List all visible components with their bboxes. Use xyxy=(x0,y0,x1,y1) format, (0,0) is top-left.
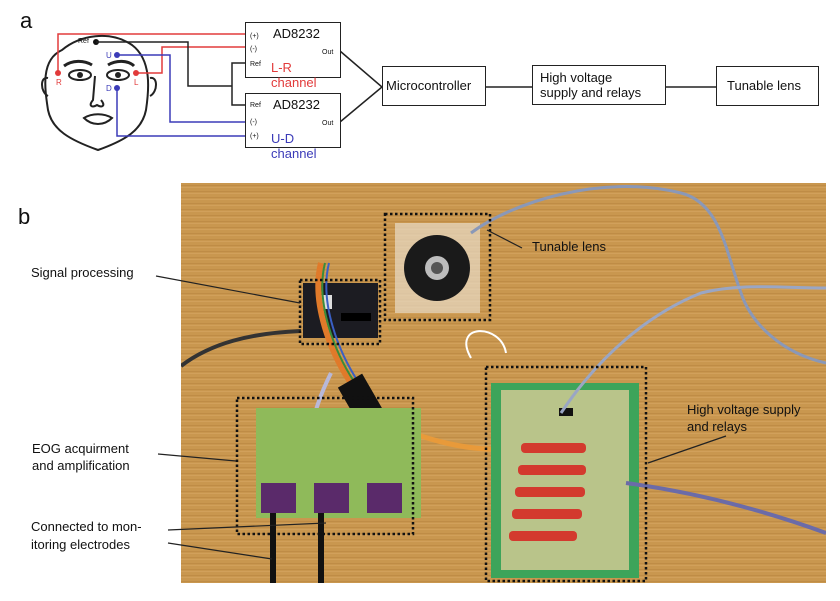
pin-minus: (-) xyxy=(250,46,257,53)
panel-a-label: a xyxy=(20,8,33,33)
wire-ref xyxy=(96,41,232,87)
hv-resistor xyxy=(515,487,585,497)
eog-callout-line1: EOG acquirment xyxy=(32,441,129,456)
out-top-to-mcu xyxy=(339,50,383,88)
amplifier-ud-title: AD8232 xyxy=(273,97,320,112)
hv-resistor xyxy=(518,465,586,475)
electrodes-leader-1 xyxy=(167,522,327,531)
electrode-u-label: U xyxy=(106,51,112,60)
tunable-lens-leader xyxy=(486,229,523,249)
pin-plus: (+) xyxy=(250,33,259,40)
pin-out: Out xyxy=(322,49,334,56)
hv-leader xyxy=(647,435,727,464)
amplifier-lr-title: AD8232 xyxy=(273,26,320,41)
power-cable xyxy=(181,329,302,368)
right-eye xyxy=(68,69,92,81)
tunable-lens-label: Tunable lens xyxy=(727,78,801,93)
wire-r-plus xyxy=(57,33,248,73)
tunable-lens-callout: Tunable lens xyxy=(532,239,606,254)
left-ear xyxy=(41,76,49,97)
pin-minus: (-) xyxy=(250,119,257,126)
hv-resistor xyxy=(509,531,577,541)
electrode-lead-2 xyxy=(318,513,324,583)
hv-supply-label-line1: High voltage xyxy=(540,70,613,85)
wire-u-minus xyxy=(117,54,248,123)
pin-ref: Ref xyxy=(250,102,261,109)
signal-processing-leader xyxy=(155,275,301,304)
out-bottom-to-mcu xyxy=(339,86,383,123)
hardware-photo xyxy=(181,183,826,583)
electrodes-callout-line1: Connected to mon- xyxy=(31,519,142,534)
tunable-lens-block: Tunable lens xyxy=(716,66,819,106)
hv-supply-block: High voltage supply and relays xyxy=(532,65,666,105)
lr-channel-label: L-R channel xyxy=(271,60,317,90)
wire-l-minus xyxy=(136,46,248,74)
amplifier-ud-box: AD8232 Ref (-) (+) Out U-D channel xyxy=(245,93,341,161)
electrode-r-label: R xyxy=(56,78,62,87)
hv-callout-line1: High voltage supply xyxy=(687,402,801,417)
electrode-d-label: D xyxy=(106,84,112,93)
hv-resistor xyxy=(521,443,586,453)
wire-ref-split xyxy=(231,62,248,106)
ud-channel-label: U-D channel xyxy=(271,131,317,161)
right-ear xyxy=(149,76,157,97)
signal-processing-region xyxy=(298,278,382,346)
hv-resistor xyxy=(512,509,582,519)
electrodes-leader-2 xyxy=(167,542,273,560)
left-eye xyxy=(106,69,130,81)
hv-callout-line2: and relays xyxy=(687,419,747,434)
wire-d-plus xyxy=(116,88,248,137)
eog-region xyxy=(235,396,415,536)
panel-b-label: b xyxy=(18,204,31,229)
left-brow xyxy=(107,59,136,68)
right-brow xyxy=(63,59,93,68)
pin-out: Out xyxy=(322,120,334,127)
nose xyxy=(89,75,105,108)
hv-supply-label-line2: supply and relays xyxy=(540,85,642,100)
pin-ref: Ref xyxy=(250,61,261,68)
signal-processing-callout: Signal processing xyxy=(31,265,134,280)
tunable-lens-region xyxy=(383,212,492,322)
electrode-ref-label: Ref xyxy=(78,38,89,45)
electrode-lead-1 xyxy=(270,513,276,583)
hv-region xyxy=(484,365,648,583)
eog-callout-line2: and amplification xyxy=(32,458,130,473)
eog-leader xyxy=(157,453,237,462)
pin-plus: (+) xyxy=(250,133,259,140)
electrodes-callout-line2: itoring electrodes xyxy=(31,537,130,552)
microcontroller-block: Microcontroller xyxy=(382,66,486,106)
microcontroller-label: Microcontroller xyxy=(386,78,472,93)
hardware-photo-drawing xyxy=(181,183,826,583)
electrode-l-label: L xyxy=(134,78,139,87)
mouth xyxy=(82,113,114,125)
amplifier-lr-box: AD8232 (+) (-) Ref Out L-R channel xyxy=(245,22,341,90)
